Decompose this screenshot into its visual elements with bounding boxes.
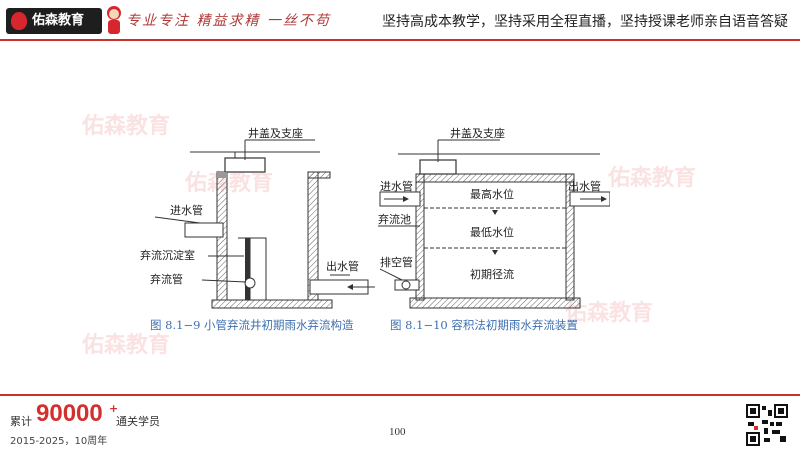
qr-code-icon (746, 404, 788, 446)
left-label-discard-pipe: 弃流管 (150, 272, 183, 286)
right-label-runoff: 初期径流 (470, 267, 514, 281)
anniversary-years: 2015-2025，10周年 (10, 436, 108, 447)
watermark: 佑森教育 (185, 171, 274, 196)
page-number: 100 (389, 426, 406, 438)
left-label-outlet: 出水管 (326, 259, 359, 273)
cumulative-label: 累计 (10, 415, 32, 428)
header-divider (0, 39, 800, 41)
right-label-cover: 井盖及支座 (450, 126, 505, 140)
mascot-icon (107, 6, 121, 34)
right-label-inlet: 进水管 (380, 179, 413, 193)
cumulative-value: 90000 (36, 400, 103, 427)
right-caption: 图 8.1−10 容积法初期雨水弃流装置 (390, 318, 578, 332)
right-label-pool: 弃流池 (378, 212, 411, 226)
logo-icon (11, 12, 27, 30)
cumulative-plus: + (109, 402, 119, 415)
right-label-max-level: 最高水位 (470, 187, 514, 201)
right-label-drain: 排空管 (380, 255, 413, 269)
footer-divider (0, 394, 800, 396)
left-label-inlet: 进水管 (170, 203, 203, 217)
logo-text: 佑森教育 (32, 13, 85, 28)
engineering-figures: 井盖及支座 进水管 弃流沉淀室 弃流管 出水管 井盖及支座 进水管 出水管 最高… (140, 126, 610, 332)
figure-right-drawing (378, 139, 610, 309)
slogan: 专业专注 精益求精 一丝不苟 (126, 13, 331, 29)
left-label-settling: 弃流沉淀室 (140, 248, 195, 262)
watermark: 佑森教育 (82, 114, 171, 139)
tagline: 坚持高成本教学，坚持采用全程直播，坚持授课老师亲自语音答疑 (382, 14, 788, 30)
watermark: 佑森教育 (82, 333, 171, 358)
header: 佑森教育 专业专注 精益求精 一丝不苟 坚持高成本教学，坚持采用全程直播，坚持授… (0, 0, 800, 40)
right-label-outlet: 出水管 (568, 179, 601, 193)
figure-left-drawing (154, 139, 375, 309)
left-caption: 图 8.1−9 小管弃流井初期雨水弃流构造 (150, 318, 354, 332)
right-label-min-level: 最低水位 (470, 225, 514, 239)
watermark: 佑森教育 (608, 166, 697, 191)
cumulative-suffix: 通关学员 (116, 415, 160, 428)
brand-logo: 佑森教育 (6, 8, 102, 34)
left-label-cover: 井盖及支座 (248, 126, 303, 140)
